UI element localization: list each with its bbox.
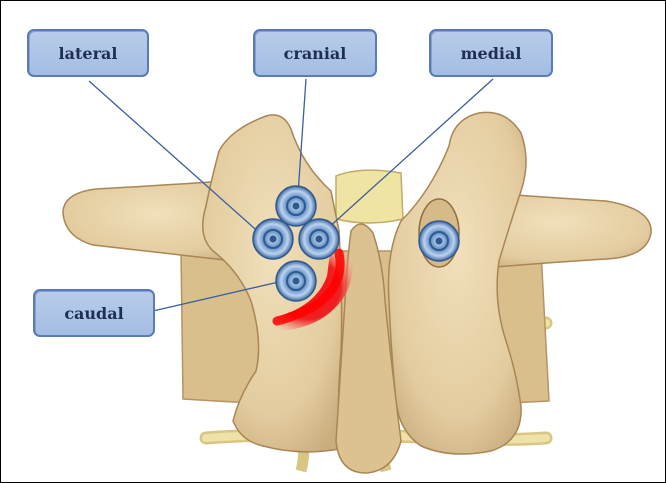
pedicle-screw-icon	[276, 261, 316, 301]
pedicle-screw-icon	[419, 221, 459, 261]
pedicle-screw-icon	[299, 219, 339, 259]
label-caudal: caudal	[33, 289, 155, 337]
label-lateral: lateral	[27, 29, 149, 77]
disc-cartilage	[336, 170, 403, 223]
label-medial: medial	[429, 29, 553, 77]
pedicle-screw-icon	[253, 219, 293, 259]
label-cranial: cranial	[253, 29, 377, 77]
pedicle-screw-icon	[276, 186, 316, 226]
